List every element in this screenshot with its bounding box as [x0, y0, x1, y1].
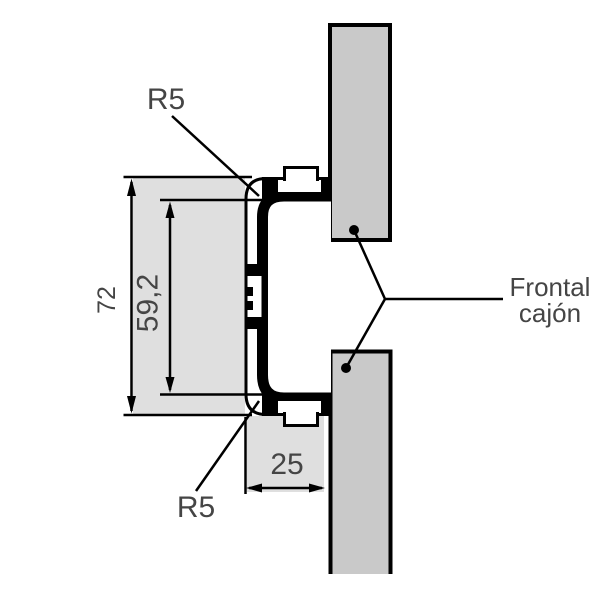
dimension-72 — [123, 175, 252, 417]
drawer-front-panels — [328, 23, 393, 574]
shaded-zones — [133, 177, 324, 492]
arrowhead-down — [127, 396, 136, 414]
screw-boss-pocket — [247, 276, 262, 317]
leader-line — [171, 115, 260, 197]
leader-line — [194, 400, 261, 492]
screw-boss-tooth-lower — [245, 301, 253, 310]
screw-boss-tooth-upper — [245, 287, 253, 296]
front-panel-bottom — [328, 349, 393, 574]
radius-callout-top — [171, 115, 260, 197]
front-panel-label-line1: Frontal — [510, 272, 591, 302]
radius-label-top: R5 — [147, 83, 185, 116]
front-panel-callout — [341, 225, 503, 373]
screw-boss-bar-bottom — [245, 317, 268, 329]
profile-top-flange — [262, 166, 331, 200]
front-panel-label-line2: cajón — [519, 298, 581, 328]
bottom-flange-rib-hollow — [286, 411, 316, 424]
profile-bottom-flange — [262, 393, 331, 427]
profile-screw-boss — [245, 264, 268, 329]
depth-dimension-zone — [247, 416, 324, 492]
radius-label-bottom: R5 — [177, 491, 215, 524]
screw-boss-bar-top — [245, 264, 268, 276]
height-dimension-zone — [133, 177, 245, 415]
leader-line-lower — [344, 298, 387, 369]
top-flange-rib-hollow — [286, 169, 316, 182]
dimension-25-value: 25 — [270, 448, 303, 481]
arrowhead-up — [127, 178, 136, 196]
arrowhead-left — [246, 483, 262, 493]
gola-c-profile — [244, 166, 331, 427]
top-flange-groove — [278, 180, 321, 192]
dimension-59-2 — [160, 198, 264, 396]
dimension-72-value: 72 — [93, 286, 121, 314]
arrowhead-right — [309, 483, 325, 493]
radius-callout-bottom — [194, 400, 261, 492]
front-panel-top — [328, 23, 392, 242]
dimension-59-2-value: 59,2 — [132, 274, 165, 332]
bottom-flange-groove — [278, 401, 321, 413]
dimension-25 — [244, 417, 325, 494]
arrowhead-down — [165, 377, 175, 393]
arrowhead-up — [165, 201, 175, 218]
profile-outer-skin — [244, 177, 331, 416]
